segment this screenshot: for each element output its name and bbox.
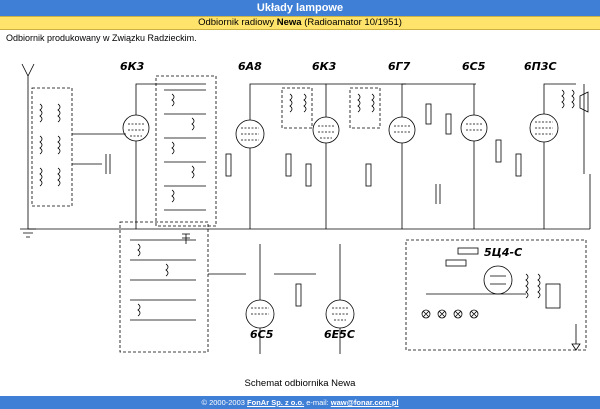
page-subtitle: Odbiornik radiowy Newa (Radioamator 10/1… — [0, 16, 600, 30]
footer: © 2000-2003 FonAr Sp. z o.o. e-mail: waw… — [0, 396, 600, 409]
radio-schematic-diagram: 6К3 6А8 6К3 6Г7 6С5 6П3С 6С5 6Е5С 5Ц4-С — [20, 60, 591, 354]
tube-label-9: 5Ц4-С — [484, 246, 522, 259]
tube-label-5: 6С5 — [462, 60, 486, 73]
subtitle-suffix: (Radioamator 10/1951) — [301, 17, 402, 28]
footer-company-link[interactable]: FonAr Sp. z o.o. — [247, 398, 305, 407]
intro-text: Odbiornik produkowany w Związku Radzieck… — [6, 33, 197, 43]
footer-email-link[interactable]: waw@fonar.com.pl — [330, 398, 399, 407]
subtitle-prefix: Odbiornik radiowy — [198, 17, 277, 28]
schematic-caption: Schemat odbiornika Newa — [244, 378, 356, 389]
subtitle-name: Newa — [276, 17, 302, 28]
footer-email-label: e-mail: — [304, 398, 331, 407]
tube-label-4: 6Г7 — [388, 60, 411, 73]
tube-label-1: 6К3 — [120, 60, 145, 73]
tube-label-7: 6С5 — [250, 328, 274, 341]
tube-label-2: 6А8 — [238, 60, 262, 73]
tube-label-6: 6П3С — [524, 60, 557, 73]
tube-label-3: 6К3 — [312, 60, 337, 73]
page-title: Układy lampowe — [0, 0, 600, 16]
tube-label-8: 6Е5С — [324, 328, 355, 341]
footer-copyright: © 2000-2003 — [201, 398, 248, 407]
